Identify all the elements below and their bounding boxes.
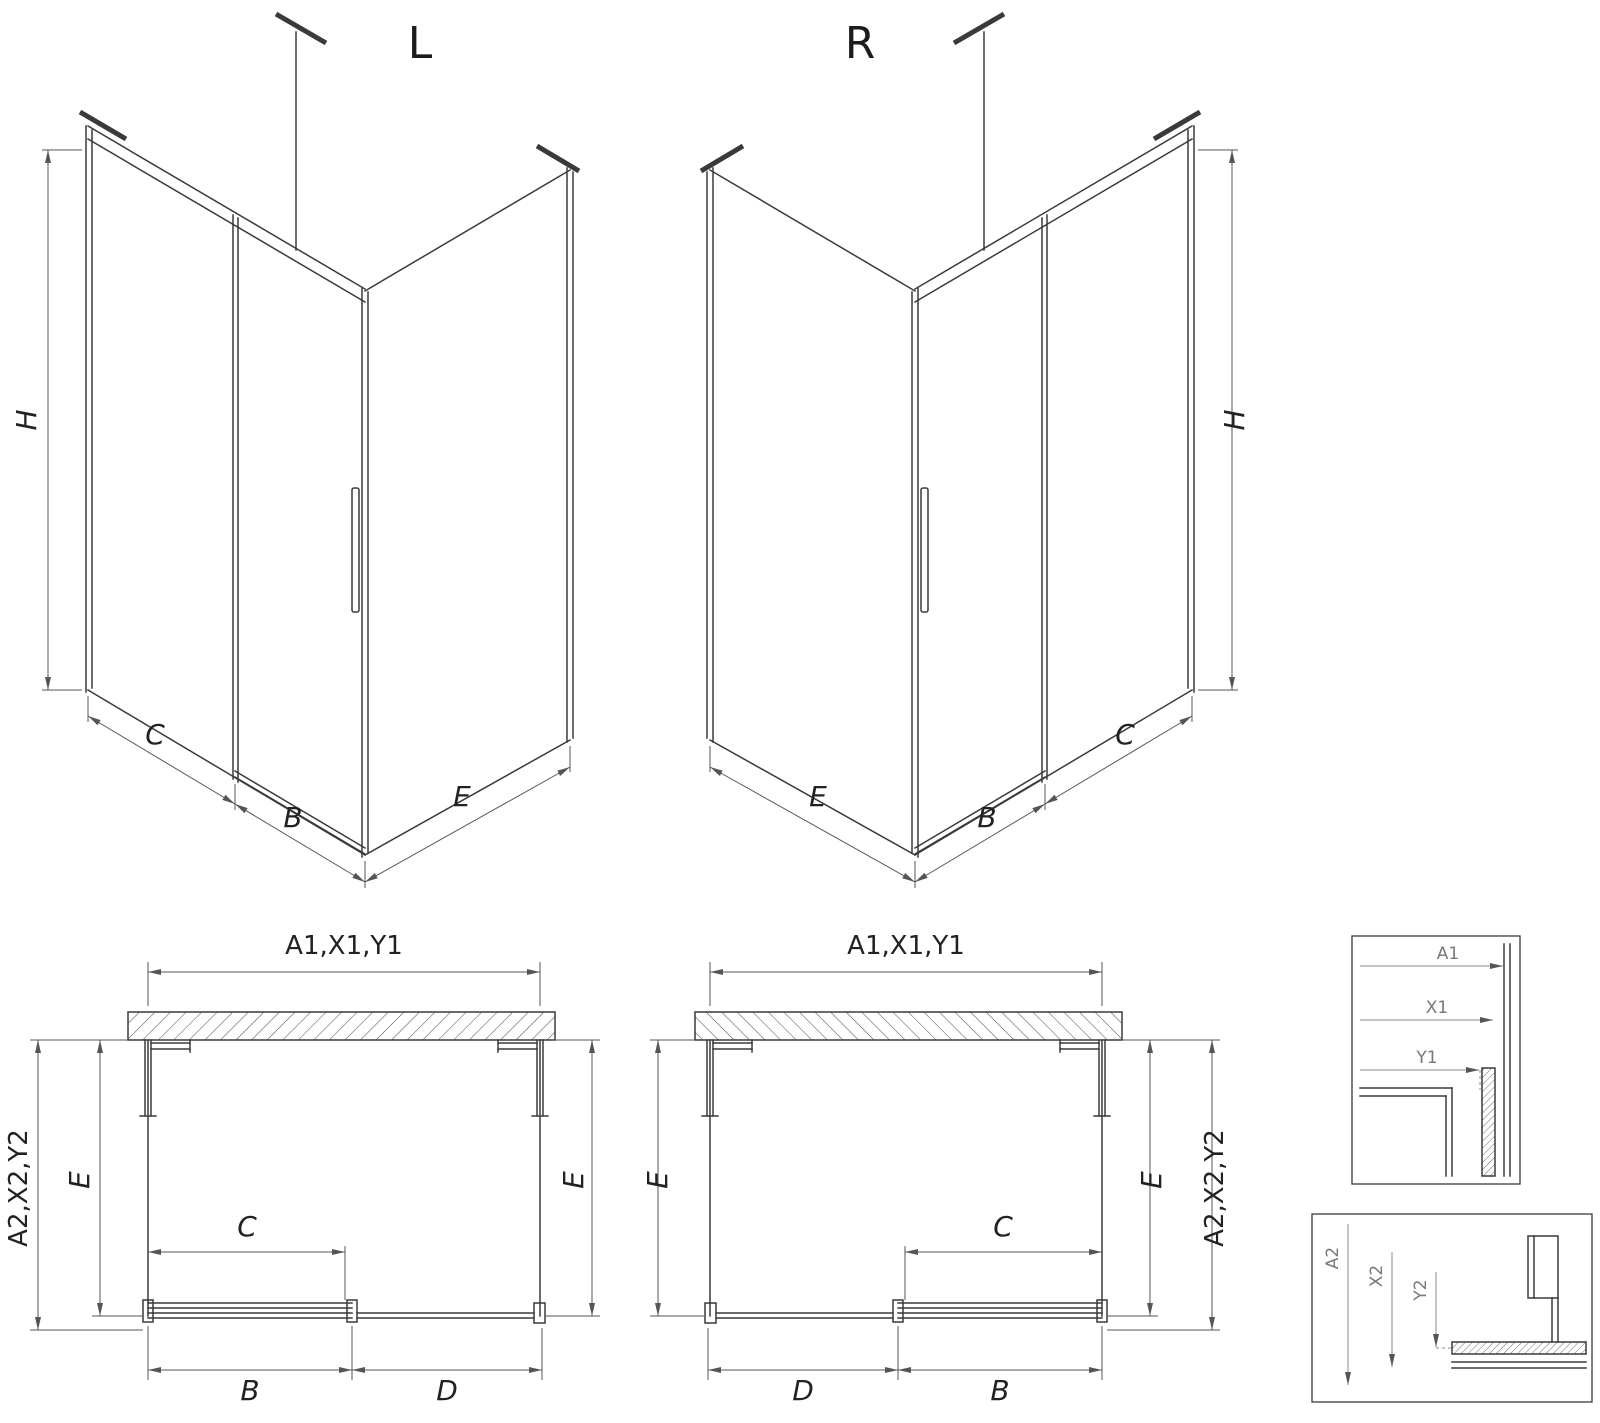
plan-left-dim-side-right: E (557, 1171, 590, 1189)
plan-right-dim-depth-outer: A2,X2,Y2 (1200, 1129, 1230, 1247)
detail-bottom-frame (1311, 1213, 1593, 1403)
iso-view-right: R H E B C (701, 14, 1251, 888)
iso-right-dim-door: B (977, 801, 996, 834)
iso-left-dim-door: B (283, 801, 302, 834)
plan-view-left: A1,X1,Y1 A2,X2,Y2 E E C B D (4, 931, 600, 1407)
detail-top-dim-a1: A1 (1437, 944, 1459, 964)
iso-right-title: R (845, 18, 876, 69)
plan-left-dim-side-left: E (63, 1171, 96, 1189)
glass-section-horizontal (1451, 1341, 1587, 1355)
iso-left-dim-fixed-panel: C (145, 718, 165, 751)
plan-view-right: A1,X1,Y1 A2,X2,Y2 E E C D B (641, 931, 1230, 1407)
plan-left-dim-opening: C (237, 1210, 257, 1243)
plan-right-dim-opening: C (993, 1210, 1013, 1243)
detail-bottom-dim-a2: A2 (1323, 1247, 1343, 1269)
plan-left-dim-width-top: A1,X1,Y1 (285, 931, 403, 961)
detail-view-bottom: A2 X2 Y2 (1311, 1213, 1593, 1403)
detail-top-dim-y1: Y1 (1415, 1048, 1437, 1068)
iso-view-left: L H C B E (10, 14, 579, 888)
iso-left-dim-side-panel: E (453, 780, 471, 813)
iso-right-dim-fixed-panel: C (1115, 718, 1135, 751)
iso-left-dim-height: H (10, 409, 43, 430)
iso-left-geometry (42, 14, 579, 888)
iso-right-dim-side-panel: E (809, 780, 827, 813)
plan-left-geometry (30, 962, 600, 1380)
iso-left-title: L (408, 18, 433, 69)
plan-left-dim-depth-outer: A2,X2,Y2 (4, 1129, 34, 1247)
detail-top-frame (1351, 935, 1521, 1185)
plan-left-dim-front-right: D (436, 1374, 458, 1407)
corner-post-section (1527, 1235, 1559, 1299)
plan-right-dim-width-top: A1,X1,Y1 (847, 931, 965, 961)
detail-bottom-dim-x2: X2 (1367, 1265, 1387, 1287)
plan-right-dim-front-left: D (792, 1374, 814, 1407)
glass-section-vertical (1481, 1067, 1496, 1177)
plan-left-dim-front-left: B (240, 1374, 259, 1407)
plan-right-dim-front-right: B (990, 1374, 1009, 1407)
detail-bottom-dim-y2: Y2 (1411, 1279, 1431, 1301)
detail-top-dim-x1: X1 (1426, 998, 1448, 1018)
iso-right-geometry (701, 14, 1238, 888)
iso-right-dim-height: H (1218, 409, 1251, 430)
plan-right-geometry (650, 962, 1220, 1380)
plan-right-dim-side-left: E (641, 1171, 674, 1189)
detail-view-top: A1 X1 Y1 (1351, 935, 1521, 1185)
plan-right-dim-side-right: E (1135, 1171, 1168, 1189)
